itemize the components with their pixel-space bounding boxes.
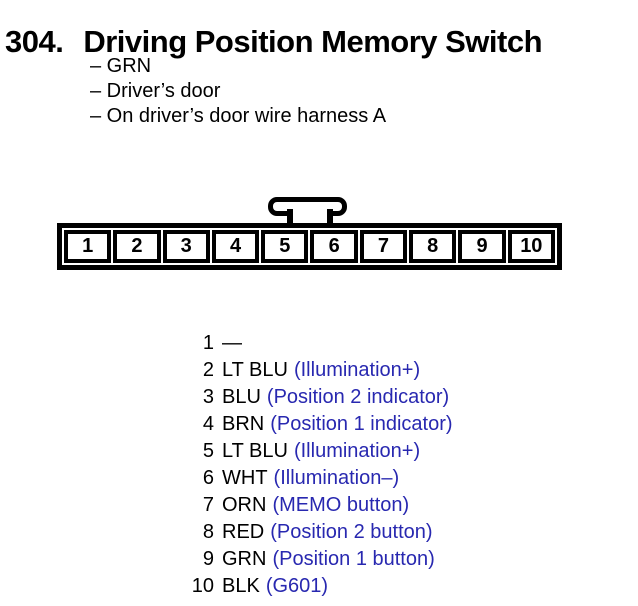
pin-function: (Position 1 indicator): [270, 413, 453, 435]
pin-number: 7: [202, 494, 214, 516]
pin-number: 8: [202, 521, 214, 543]
connector-notes: – GRN – Driver’s door – On driver’s door…: [90, 54, 386, 129]
pin-wire-color: BRN: [222, 413, 265, 435]
note-harness: – On driver’s door wire harness A: [90, 105, 387, 127]
pin-function: (Illumination+): [293, 440, 421, 462]
pin-wire-color: BLU: [222, 386, 261, 408]
connector-pin-cell: 5: [261, 230, 309, 263]
pin-legend-row: 2 LT BLU(Illumination+): [0, 357, 453, 384]
pin-legend-row: 7 ORN(MEMO button): [0, 492, 453, 519]
note-location: – Driver’s door: [90, 80, 221, 102]
connector-pin-cell: 3: [162, 230, 210, 263]
connector-pin-cell: 7: [359, 230, 408, 263]
pin-wire-color: GRN: [222, 548, 267, 570]
pin-number: 10: [191, 575, 214, 597]
pin-wire-color: WHT: [222, 467, 268, 489]
pin-legend-row: 4 BRN(Position 1 indicator): [0, 411, 453, 438]
connector-pin-cell: 4: [211, 230, 260, 263]
connector-pin-cell: 1: [64, 230, 112, 263]
note-wire-color: – GRN: [90, 55, 152, 77]
pin-number: 1: [202, 332, 214, 354]
pin-function: (Position 2 indicator): [266, 386, 450, 408]
pin-wire-color: ORN: [222, 494, 267, 516]
pin-number: 9: [202, 548, 214, 570]
section-title: Driving Position Memory Switch: [83, 23, 543, 59]
pin-function: (Illumination–): [273, 467, 400, 489]
pin-wire-color: LT BLU: [222, 359, 288, 381]
pin-function: (Illumination+): [293, 359, 421, 381]
pin-legend-row: 3 BLU(Position 2 indicator): [0, 384, 453, 411]
pin-wire-color: BLK: [222, 575, 260, 597]
pin-number: 4: [202, 413, 214, 435]
pin-wire-color: RED: [222, 521, 265, 543]
pin-number: 2: [202, 359, 214, 381]
pin-legend-row: 6 WHT(Illumination–): [0, 465, 453, 492]
pin-function: (Position 2 button): [270, 521, 433, 543]
connector-pin-cell: 8: [409, 230, 457, 263]
connector-pin-cell: 6: [310, 230, 358, 263]
connector-lock-tab-stem-icon: [287, 209, 333, 223]
pin-function: (Position 1 button): [272, 548, 435, 570]
pin-number: 6: [202, 467, 214, 489]
pin-legend-row: 5 LT BLU(Illumination+): [0, 438, 453, 465]
pin-wire-color: LT BLU: [222, 440, 288, 462]
connector-diagram: 1 2 3 4 5 6 7 8 9 10: [57, 197, 562, 270]
pin-legend-row: 8 RED(Position 2 button): [0, 519, 453, 546]
connector-pin-cell: 9: [458, 230, 506, 263]
section-number: 304.: [5, 23, 64, 59]
pin-number: 5: [202, 440, 214, 462]
pin-legend-row: 10 BLK(G601): [0, 573, 453, 600]
connector-pin-row: 1 2 3 4 5 6 7 8 9 10: [57, 223, 562, 270]
page-title: 304. Driving Position Memory Switch: [5, 23, 543, 60]
pin-legend-row: 9 GRN(Position 1 button): [0, 546, 453, 573]
pin-legend-row: 1—: [0, 330, 453, 357]
connector-pin-cell: 2: [113, 230, 161, 263]
pin-number: 3: [202, 386, 214, 408]
connector-pin-cell: 10: [507, 230, 555, 263]
pin-function: (MEMO button): [272, 494, 410, 516]
pin-wire-color: —: [222, 332, 242, 354]
pin-function: (G601): [265, 575, 329, 597]
